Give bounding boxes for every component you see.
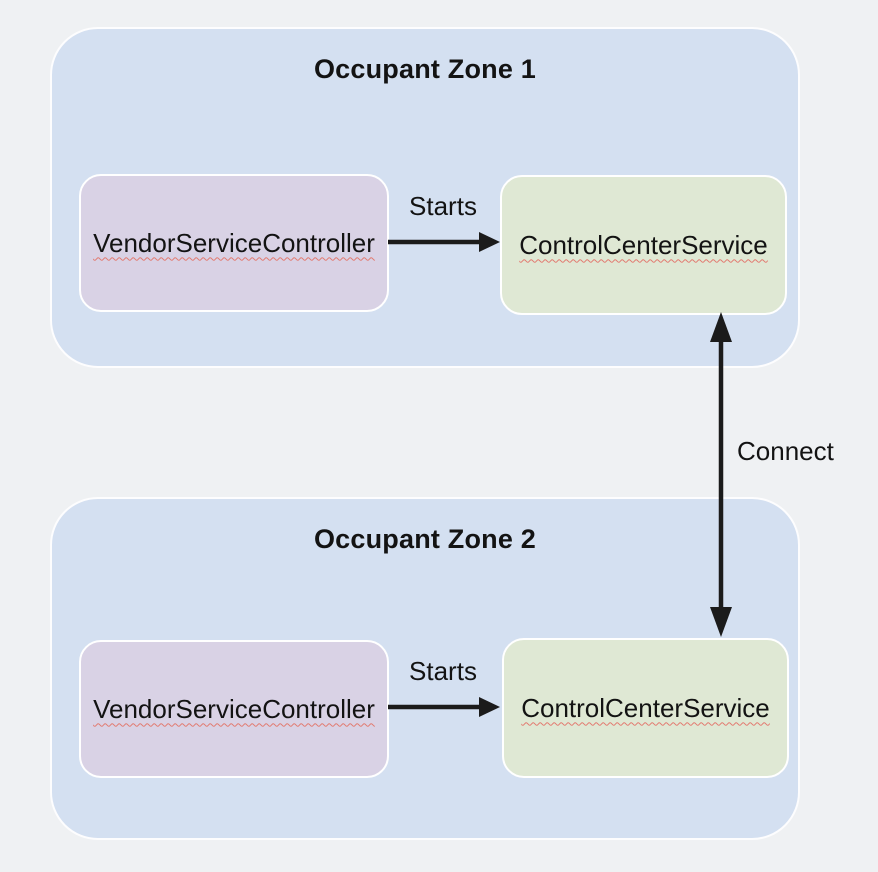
zone-2-title: Occupant Zone 2 (313, 524, 537, 554)
connect-double-arrow-vertical-icon (710, 312, 732, 637)
zone-2-control-label: ControlCenterService (521, 692, 770, 723)
zone-2-vendor-service-controller-node: VendorServiceController (79, 640, 389, 778)
occupant-zone-2: Occupant Zone 2 VendorServiceController … (50, 497, 800, 840)
arrowhead-right-icon (479, 232, 500, 252)
occupant-zone-1: Occupant Zone 1 VendorServiceController … (50, 27, 800, 368)
arrowhead-right-icon (479, 697, 500, 717)
zone-2-starts-arrow-right-icon (388, 697, 500, 717)
zone-1-vendor-service-controller-node: VendorServiceController (79, 174, 389, 312)
zone-2-control-center-service-node: ControlCenterService (502, 638, 789, 778)
zone-1-starts-edge-label: Starts (409, 191, 477, 221)
zone-1-vendor-label: VendorServiceController (93, 227, 375, 258)
zone-1-control-label: ControlCenterService (519, 229, 768, 260)
zone-2-starts-edge-label: Starts (409, 656, 477, 686)
zone-1-starts-arrow-right-icon (388, 232, 500, 252)
arrowhead-up-icon (710, 312, 732, 342)
zone-1-title: Occupant Zone 1 (313, 54, 537, 84)
zone-1-control-center-service-node: ControlCenterService (500, 175, 787, 315)
arrowhead-down-icon (710, 607, 732, 637)
zone-2-vendor-label: VendorServiceController (93, 693, 375, 724)
connect-edge-label: Connect (737, 436, 834, 466)
